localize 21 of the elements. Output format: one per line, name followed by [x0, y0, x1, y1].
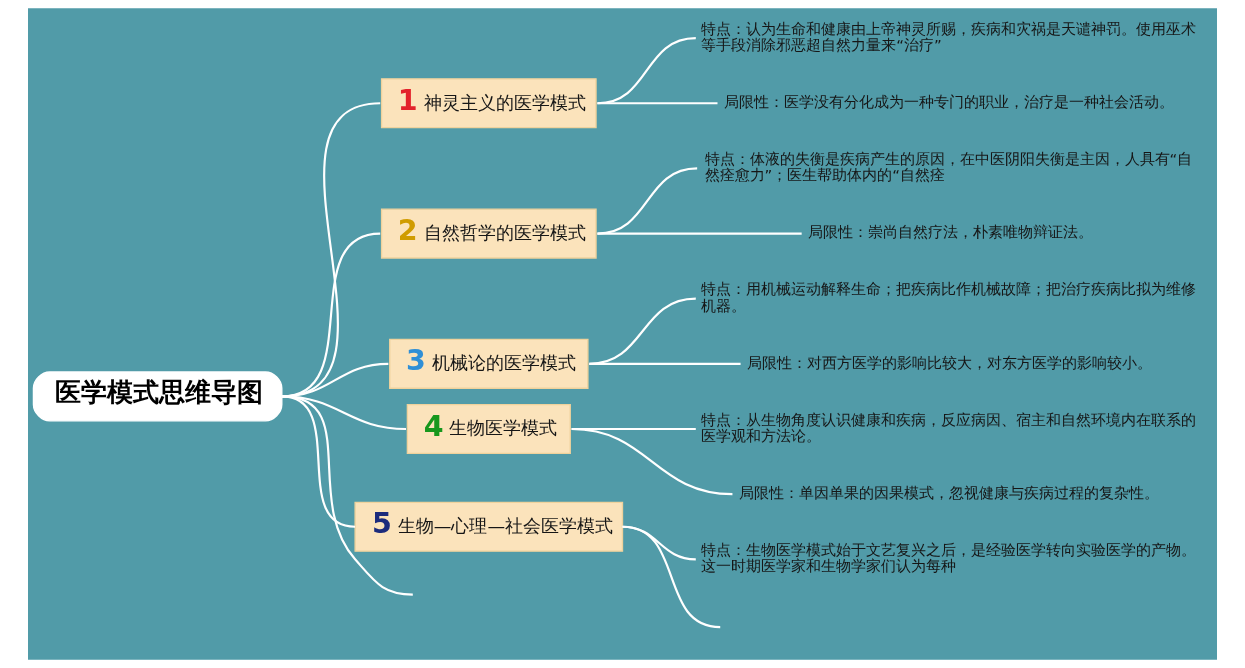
node-text: 特点：用机械运动解释生命；把疾病比作机械故障；把治疗疾病比拟为维修机器。: [701, 280, 1197, 315]
node-text: 特点：生物医学模式始于文艺复兴之后，是经验医学转向实验医学的产物。这一时期医学家和生物学家们认为每种: [701, 540, 1197, 576]
connector: [622, 525, 721, 629]
node-box: 医学模式思维导图: [32, 371, 283, 422]
connector: [571, 427, 733, 496]
node-text: 局限性：崇尚自然疗法，朴素唯物辩证法。: [808, 223, 1094, 242]
node-text: 特点：从生物角度认识健康和疾病，反应病因、宿主和自然环境内在联系的医学观和方法论。: [701, 410, 1197, 445]
node-box: 3 机械论的医学模式: [389, 338, 589, 389]
node-box: 2 自然哲学的医学模式: [380, 208, 597, 259]
node-text: 特点：认为生命和健康由上帝神灵所赐，疾病和灾祸是天谴神罚。使用巫术等手段消除邪恶超自然力量来“治疗”: [701, 19, 1197, 55]
node-text: 局限性：医学没有分化成为一种专门的职业，治疗是一种社会活动。: [724, 93, 1175, 112]
node-box: 4 生物医学模式: [406, 403, 571, 455]
node-box: 5 生物—心理—社会医学模式: [354, 501, 624, 552]
connector: [597, 232, 802, 235]
node-text: 特点：体液的失衡是疾病产生的原因，在中医阴阳失衡是主因，人具有“自然痊愈力”；医生帮助体内的“自然痊: [704, 150, 1193, 185]
connector: [281, 395, 413, 596]
connector: [597, 102, 718, 105]
connector: [589, 362, 741, 365]
node-text: 局限性：单因单果的因果模式，忽视健康与疾病过程的复杂性。: [739, 483, 1160, 502]
node-box: 1 神灵主义的医学模式: [380, 78, 597, 129]
node-text: 局限性：对西方医学的影响比较大，对东方医学的影响较小。: [747, 353, 1153, 372]
